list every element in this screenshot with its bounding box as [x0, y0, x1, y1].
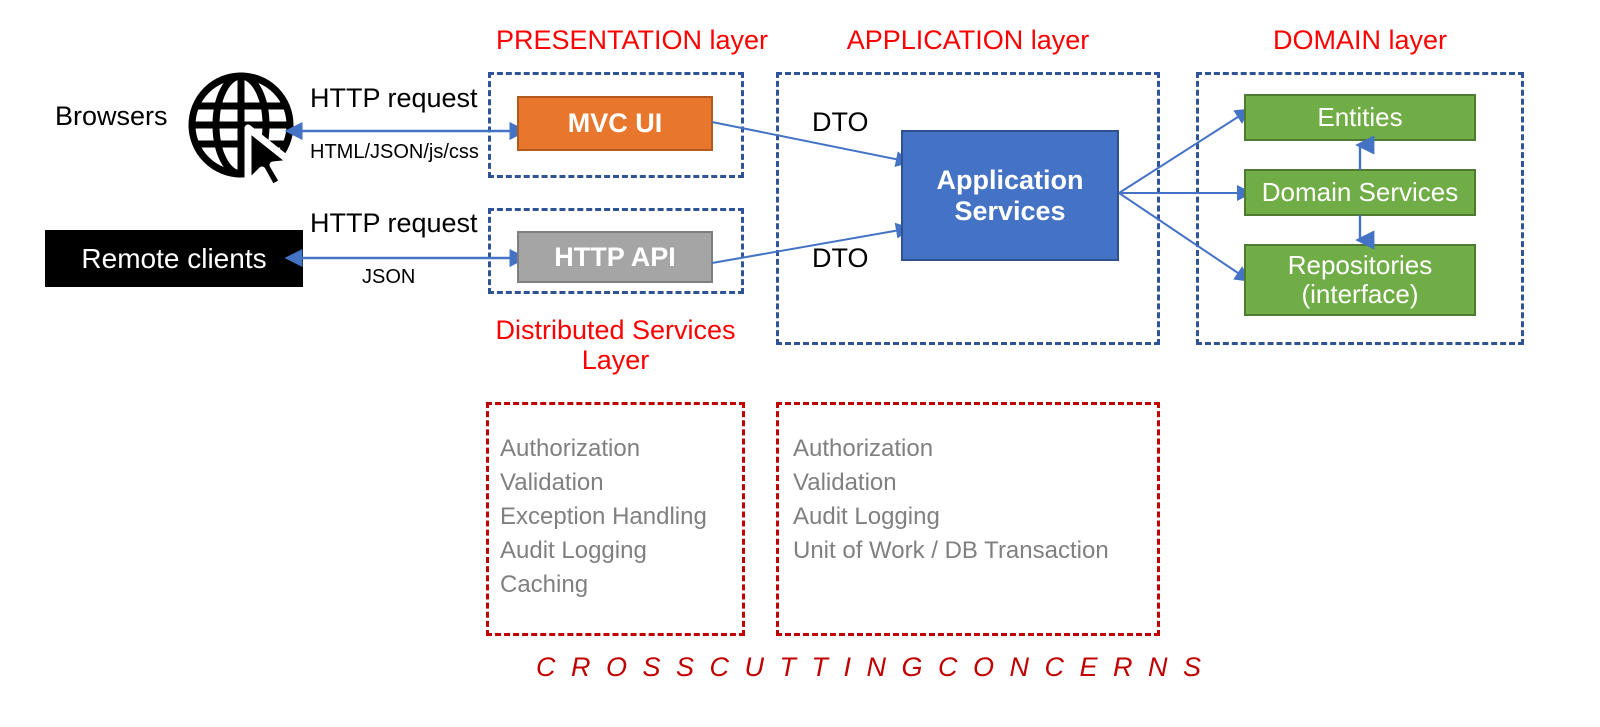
list-item: Unit of Work / DB Transaction [793, 537, 1109, 565]
domain-services-to-repositories-arrow [1348, 214, 1375, 250]
remote-client-connection-arrow [284, 245, 528, 271]
list-item: Authorization [793, 435, 934, 462]
domain-services-box[interactable]: Domain Services [1244, 169, 1476, 216]
application-concern-list: Authorization Validation Audit Logging U… [793, 432, 1109, 568]
repositories-box[interactable]: Repositories (interface) [1244, 244, 1476, 316]
cross-cutting-concerns-caption: C R O S S C U T T I N G C O N C E R N S [536, 652, 1206, 682]
distributed-services-title-line1: Distributed Services [495, 315, 736, 345]
presentation-layer-title: PRESENTATION layer [496, 25, 769, 55]
entities-box[interactable]: Entities [1244, 94, 1476, 141]
distributed-services-crosscut-box [486, 402, 745, 636]
globe-cursor-icon [186, 66, 304, 192]
distributed-services-concern-list: Authorization Validation Exception Handl… [500, 432, 707, 602]
application-services-line1: Application [936, 165, 1084, 196]
dto-top-label: DTO [812, 107, 869, 137]
distributed-services-layer-title: Distributed Services Layer [486, 315, 745, 375]
dto-arrow-from-api [710, 215, 912, 270]
list-item: Audit Logging [793, 503, 940, 531]
remote-clients-box: Remote clients [45, 230, 303, 287]
mvc-ui-box[interactable]: MVC UI [517, 96, 713, 151]
domain-layer-title: DOMAIN layer [1272, 25, 1448, 55]
list-item: Audit Logging [500, 537, 647, 565]
dto-arrow-from-mvc [710, 115, 912, 170]
application-layer-container [776, 72, 1160, 345]
dto-bottom-label: DTO [812, 243, 869, 273]
application-to-domain-arrows [1118, 105, 1253, 290]
distributed-services-title-line2: Layer [581, 344, 650, 375]
browser-request-label: HTTP request [310, 83, 478, 113]
repositories-line1: Repositories [1287, 249, 1433, 280]
remote-request-label: HTTP request [310, 208, 478, 238]
application-crosscut-box [776, 402, 1160, 636]
list-item: Validation [500, 469, 604, 497]
application-layer-title: APPLICATION layer [846, 25, 1090, 55]
browser-connection-arrow [284, 118, 528, 144]
remote-response-label: JSON [362, 266, 416, 288]
domain-services-to-entities-arrow [1348, 135, 1375, 171]
application-services-line2: Services [954, 195, 1066, 226]
browser-response-label: HTML/JSON/js/css [310, 141, 479, 163]
domain-layer-container [1196, 72, 1524, 345]
browsers-label: Browsers [55, 101, 168, 131]
http-api-box[interactable]: HTTP API [517, 231, 713, 283]
list-item: Exception Handling [500, 503, 707, 531]
list-item: Authorization [500, 435, 641, 462]
list-item: Caching [500, 571, 589, 599]
repositories-line2: (interface) [1301, 279, 1419, 309]
application-services-box[interactable]: Application Services [901, 130, 1119, 261]
list-item: Validation [793, 469, 897, 497]
